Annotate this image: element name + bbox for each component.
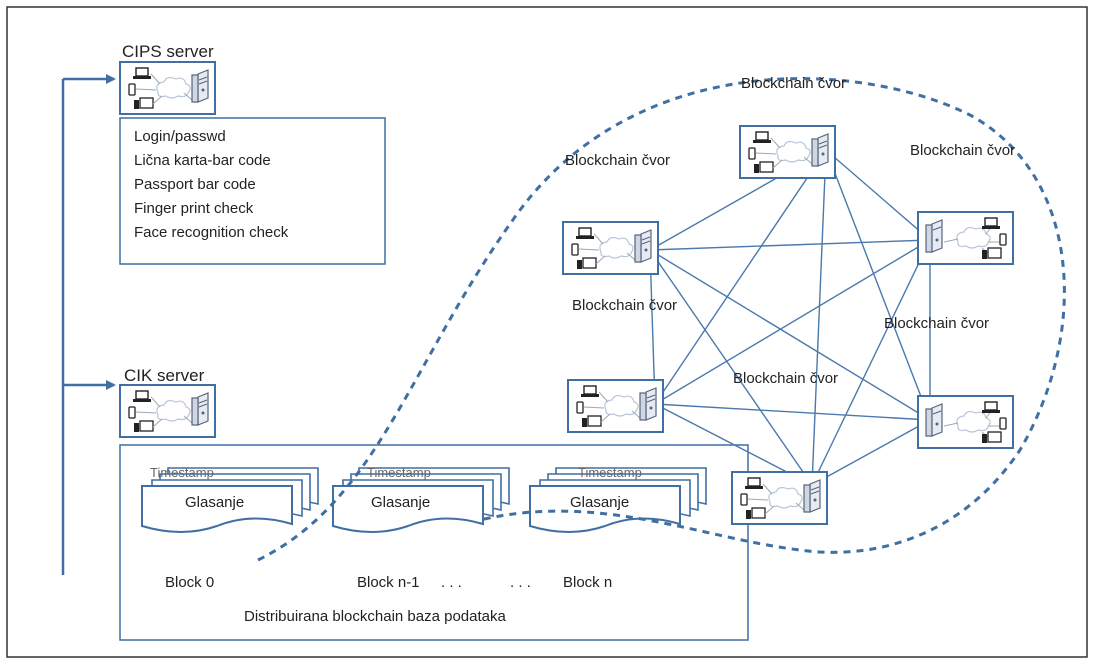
mesh-edges	[649, 149, 931, 486]
mesh-edge	[649, 249, 931, 421]
mesh-edge	[654, 149, 827, 405]
mesh-edge	[649, 249, 656, 405]
mesh-edge	[654, 403, 931, 421]
block-label-n-1: Block n-1	[357, 574, 420, 591]
cik-server-title: CIK server	[124, 366, 205, 385]
block-ellipsis-2: . . .	[510, 574, 531, 591]
blockchain-boundary	[257, 77, 1066, 562]
cips-checks-box	[119, 117, 386, 265]
cips-server-icon	[119, 61, 216, 115]
check-id-card: Lična karta-bar code	[134, 152, 271, 169]
block-label-n: Block n	[563, 574, 613, 591]
blockchain-node-top	[739, 125, 836, 179]
check-face: Face recognition check	[134, 224, 289, 241]
blockchain-node-left-upper	[562, 221, 659, 275]
check-fingerprint: Finger print check	[134, 200, 254, 217]
mesh-edge	[811, 419, 931, 486]
outer-frame	[6, 6, 1088, 658]
check-login: Login/passwd	[134, 128, 226, 145]
blockchain-node-bottom	[731, 471, 828, 525]
mesh-edge	[649, 249, 813, 486]
vote-n-1: Glasanje	[371, 494, 431, 511]
mesh-edge	[811, 149, 827, 486]
vote-0: Glasanje	[185, 494, 245, 511]
database-caption: Distribuirana blockchain baza podataka	[244, 608, 506, 625]
node-label-top: Blockchain čvor	[741, 75, 847, 92]
timestamp-0: Timestamp	[150, 465, 214, 480]
vote-n: Glasanje	[570, 494, 630, 511]
node-label-center: Blockchain čvor	[733, 370, 839, 387]
check-passport: Passport bar code	[134, 176, 256, 193]
node-label-left-lower: Blockchain čvor	[572, 297, 678, 314]
mesh-edge	[825, 149, 931, 421]
mesh-edge	[811, 239, 931, 486]
mesh-edge	[649, 239, 931, 251]
mesh-edge	[825, 149, 931, 241]
block-ellipsis-1: . . .	[441, 574, 462, 591]
blockchain-node-right-upper	[917, 211, 1014, 265]
cik-server-icon	[119, 384, 216, 438]
cips-server-title: CIPS server	[122, 42, 214, 61]
node-label-right-lower: Blockchain čvor	[884, 315, 990, 332]
timestamp-n: Timestamp	[578, 465, 642, 480]
blockchain-node-right-lower	[917, 395, 1014, 449]
mesh-edge	[654, 239, 931, 405]
node-label-left-upper: Blockchain čvor	[565, 152, 671, 169]
timestamp-n-1: Timestamp	[367, 465, 431, 480]
block-label-0: Block 0	[165, 574, 215, 591]
blockchain-node-left-lower	[567, 379, 664, 433]
node-label-right-upper: Blockchain čvor	[910, 142, 1016, 159]
